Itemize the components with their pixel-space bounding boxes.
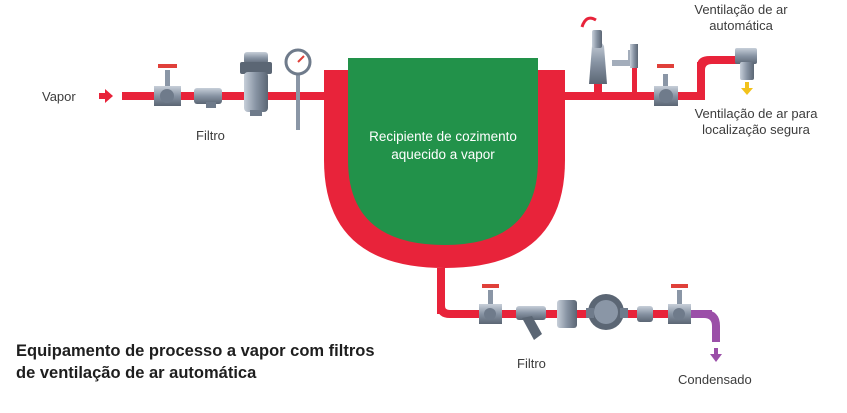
caption-line1: Equipamento de processo a vapor com filt… bbox=[16, 342, 375, 360]
air-vent-label: Ventilação de ar automática bbox=[676, 2, 806, 34]
strainer-bottom-label: Filtro bbox=[517, 356, 546, 371]
steam-supply-pipe bbox=[122, 92, 327, 100]
pressure-gauge bbox=[284, 48, 312, 130]
pressure-reducing-valve bbox=[240, 52, 272, 116]
steam-outlet-pipe bbox=[565, 56, 738, 100]
strainer-bottom bbox=[516, 306, 546, 340]
vessel-label-line1: Recipiente de cozimento bbox=[369, 129, 517, 144]
vessel-label-line2: aquecido a vapor bbox=[391, 147, 495, 162]
strainer-top-label: Filtro bbox=[196, 128, 225, 143]
condensate-valve-2 bbox=[668, 284, 691, 324]
steam-trap bbox=[586, 294, 628, 330]
figure-caption: Equipamento de processo a vapor com filt… bbox=[16, 340, 456, 384]
safe-vent-label-line1: Ventilação de ar para bbox=[694, 106, 818, 121]
outlet-valve bbox=[654, 64, 678, 106]
safe-vent-label: Ventilação de ar para localização segura bbox=[676, 106, 836, 138]
safety-valve bbox=[580, 16, 638, 94]
steam-inlet-label: Vapor bbox=[42, 89, 76, 104]
arrow-down-icon bbox=[741, 82, 753, 95]
automatic-air-vent bbox=[735, 48, 757, 80]
check-valve bbox=[637, 306, 653, 322]
arrow-right-icon bbox=[99, 89, 113, 103]
vessel-label: Recipiente de cozimento aquecido a vapor bbox=[343, 128, 543, 164]
vessel-body bbox=[348, 58, 538, 245]
condensate-valve-1 bbox=[479, 284, 502, 324]
air-vent-label-line1: Ventilação de ar bbox=[694, 2, 788, 17]
inlet-valve bbox=[154, 64, 181, 106]
caption-line2: de ventilação de ar automática bbox=[16, 364, 257, 382]
arrow-down-icon bbox=[710, 348, 722, 362]
condensate-label: Condensado bbox=[678, 372, 752, 387]
safe-vent-label-line2: localização segura bbox=[702, 122, 810, 137]
strainer-top bbox=[194, 88, 222, 108]
air-vent-label-line2: automática bbox=[709, 18, 773, 33]
sight-glass bbox=[557, 300, 577, 328]
